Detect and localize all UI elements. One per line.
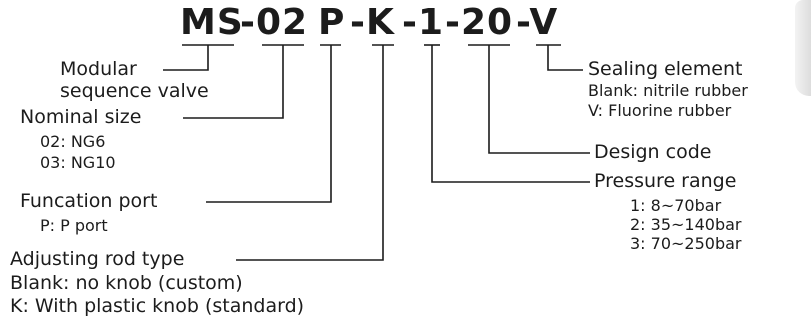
adjusting-rod-option: K: With plastic knob (standard) [10, 295, 305, 317]
leader-modular [163, 45, 209, 71]
code-rod: -K [350, 2, 395, 43]
sealing-option: Blank: nitrile rubber [588, 81, 748, 100]
adjusting-rod-option: Blank: no knob (custom) [10, 272, 243, 294]
adjusting-rod-title: Adjusting rod type [10, 248, 185, 270]
code-port: P [318, 2, 346, 43]
leader-design-code [488, 45, 590, 154]
code-seal: -V [516, 2, 559, 43]
code-design: -20 [445, 2, 514, 43]
sealing-option: V: Fluorine rubber [588, 101, 732, 120]
sealing-title: Sealing element [588, 58, 743, 80]
code-series: MS [180, 2, 244, 43]
leader-sealing [547, 45, 583, 71]
pressure-range-option: 3: 70~250bar [630, 234, 742, 253]
leader-function-port [206, 45, 332, 203]
pressure-range-option: 2: 35~140bar [630, 215, 742, 234]
nominal-size-title: Nominal size [20, 106, 142, 128]
code-pressure: -1 [402, 2, 444, 43]
nominal-size-option: 03: NG10 [40, 153, 116, 172]
design-code-title: Design code [594, 141, 712, 163]
code-size: -02 [240, 2, 309, 43]
nominal-size-option: 02: NG6 [40, 132, 106, 151]
leader-nominal-size [183, 45, 284, 119]
function-port-option: P: P port [40, 216, 108, 235]
function-port-title: Funcation port [20, 190, 158, 212]
pressure-range-title: Pressure range [594, 170, 737, 192]
leader-pressure-range [431, 45, 590, 183]
leader-adjusting-rod [236, 45, 384, 261]
modular-title: Modular [60, 58, 137, 80]
pressure-range-option: 1: 8~70bar [630, 196, 722, 215]
modular-subtitle: sequence valve [60, 80, 209, 102]
valve-body-image [795, 0, 811, 96]
